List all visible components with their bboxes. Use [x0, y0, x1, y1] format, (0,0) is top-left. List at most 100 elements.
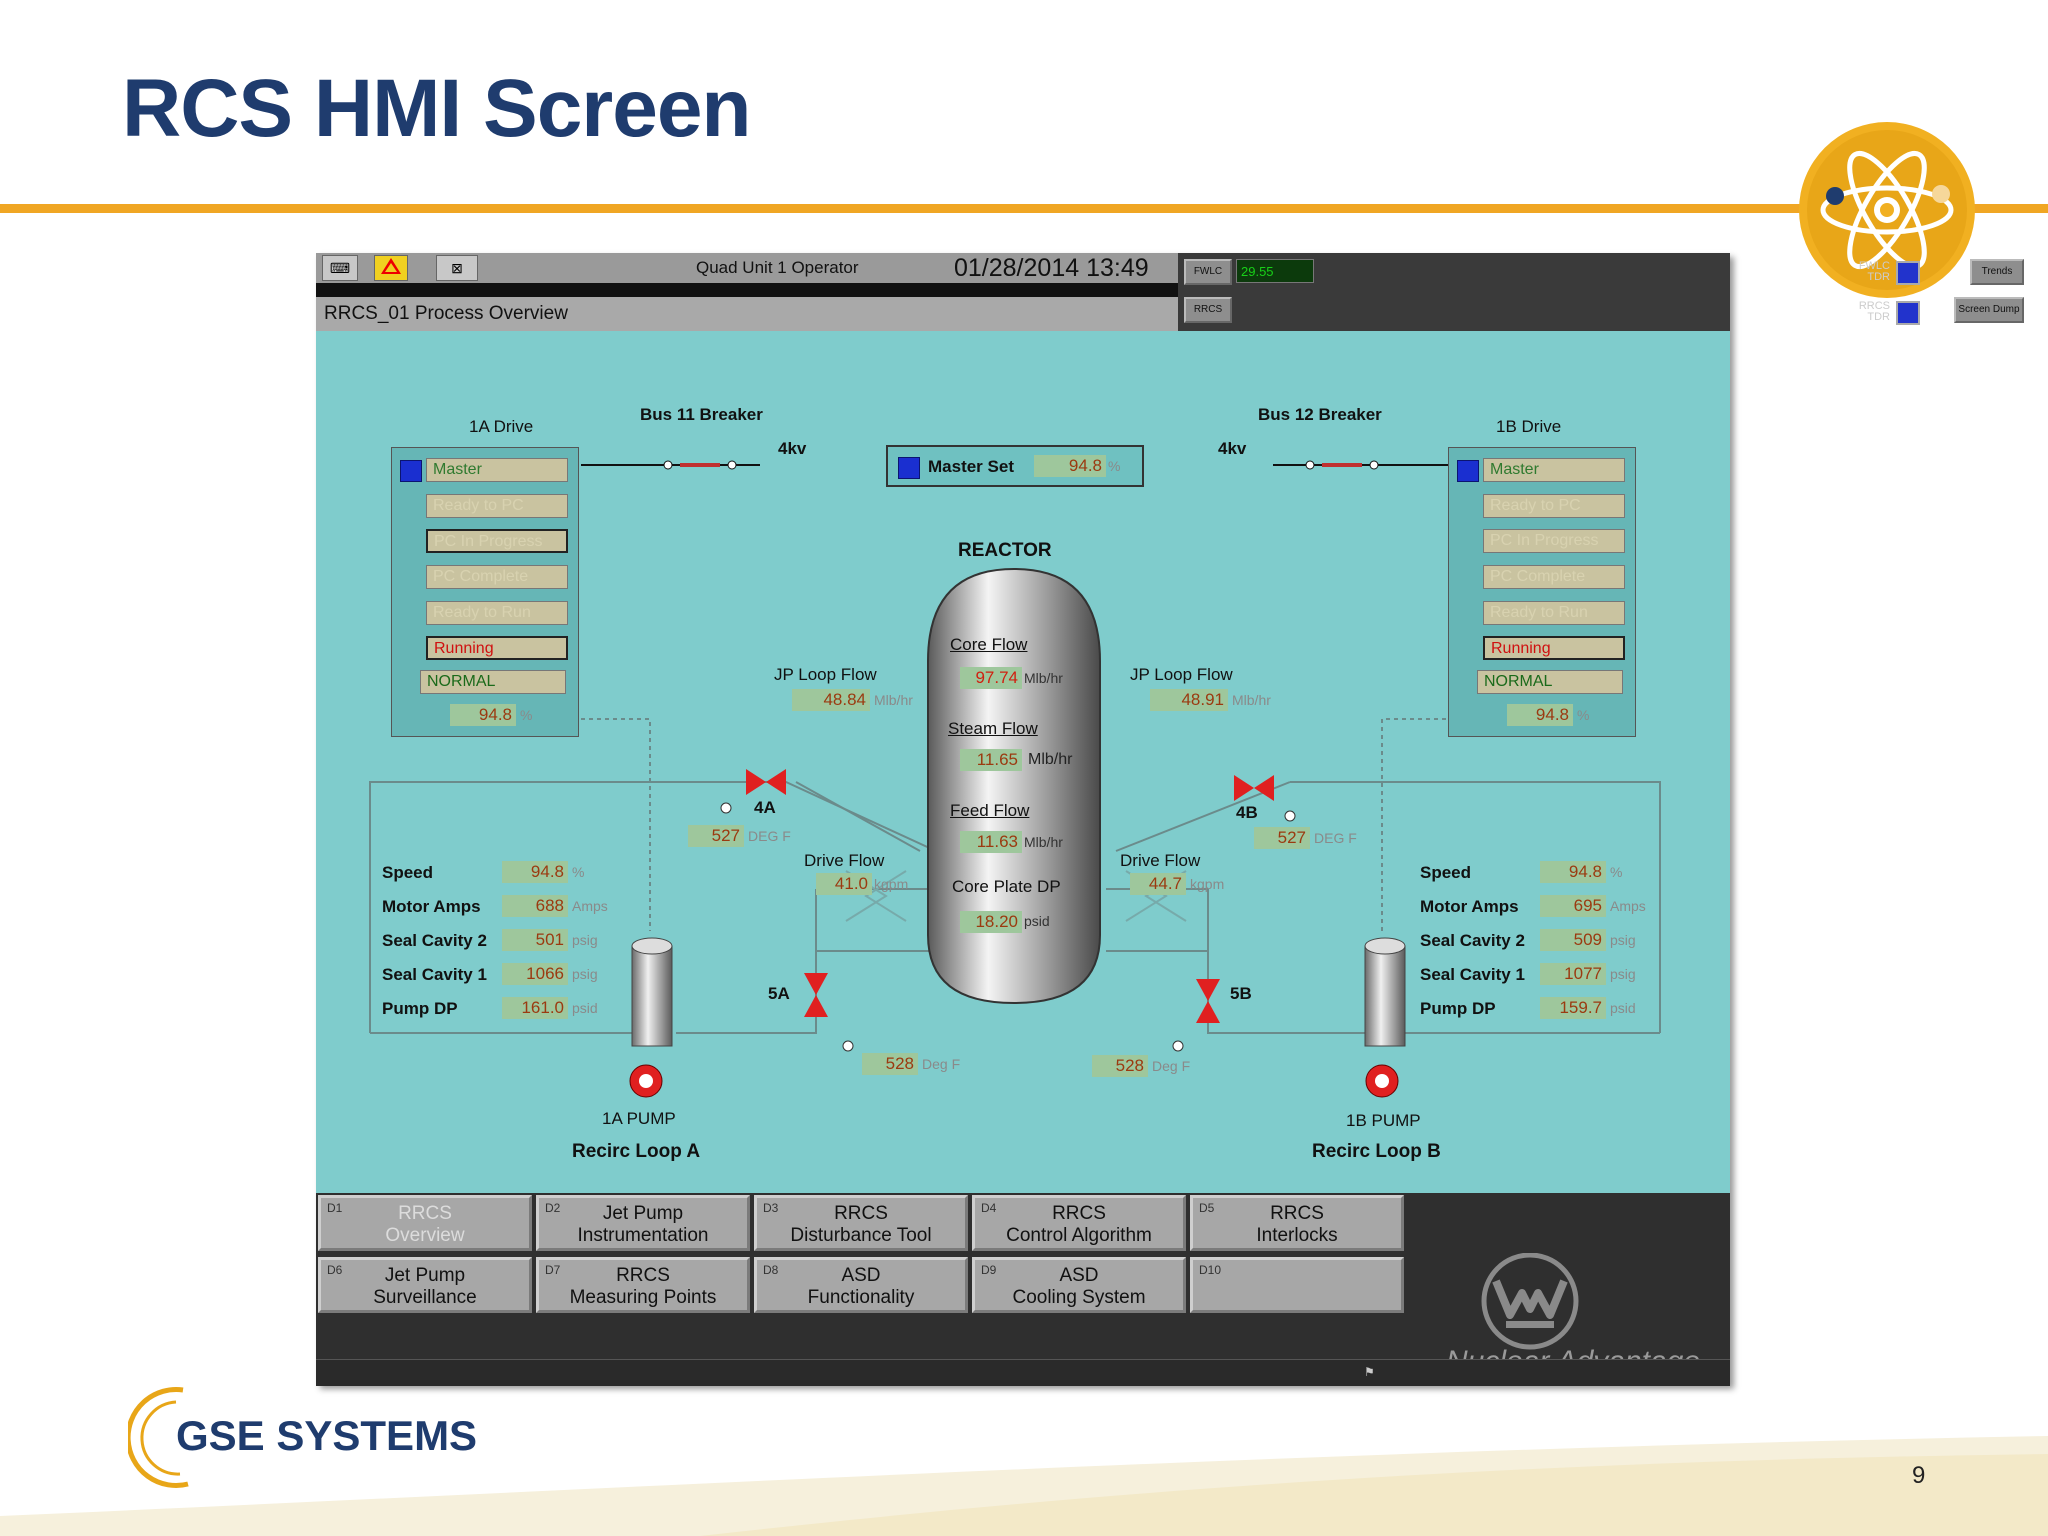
alarm-warning-icon[interactable]: [374, 255, 408, 281]
trends-button[interactable]: Trends: [1970, 259, 2024, 285]
drive-b-status-ready-run: Ready to Run: [1483, 601, 1625, 625]
fwlc-tdr-indicator[interactable]: [1896, 261, 1920, 285]
valve-4a-label: 4A: [754, 798, 776, 817]
loop-b-param-unit: Amps: [1610, 898, 1646, 914]
rrcs-button[interactable]: RRCS: [1184, 297, 1232, 323]
nav-number: D7: [545, 1263, 561, 1277]
fwlc-tdr-label: FWLC TDR: [1858, 260, 1890, 283]
loop-a-jp-flow-unit: Mlb/hr: [874, 692, 913, 708]
feed-flow-label: Feed Flow: [950, 801, 1030, 820]
loop-b-param-unit: psid: [1610, 1000, 1636, 1016]
core-flow-unit: Mlb/hr: [1024, 670, 1063, 686]
drive-a-title: 1A Drive: [469, 417, 534, 436]
process-overview: 1A Drive Master Ready to PC PC In Progre…: [316, 331, 1730, 1193]
screen-dump-button[interactable]: Screen Dump: [1954, 297, 2024, 323]
loop-b-param-unit: psig: [1610, 966, 1636, 982]
westinghouse-logo-icon: [1481, 1253, 1579, 1350]
loop-b-jp-flow-value: 48.91: [1150, 689, 1228, 711]
loop-a-param-unit: Amps: [572, 898, 608, 914]
bus12-voltage: 4kv: [1218, 439, 1247, 458]
nav-number: D1: [327, 1201, 343, 1215]
fwlc-button[interactable]: FWLC: [1184, 259, 1232, 285]
loop-a-title: Recirc Loop A: [572, 1141, 701, 1162]
gse-logo-icon: [128, 1387, 189, 1488]
feed-flow-value: 11.63: [960, 831, 1022, 853]
nav-button-d10[interactable]: D10: [1190, 1257, 1404, 1313]
core-flow-label: Core Flow: [950, 635, 1028, 654]
pump-1a-label: 1A PUMP: [602, 1109, 676, 1128]
bus11-voltage: 4kv: [778, 439, 807, 458]
loop-b-temp-top: 527: [1254, 827, 1310, 849]
master-set-unit: %: [1108, 458, 1121, 474]
loop-a-param-label: Motor Amps: [382, 897, 481, 916]
company-name: GSE SYSTEMS: [176, 1412, 478, 1459]
nav-number: D3: [763, 1201, 779, 1215]
flag-icon[interactable]: ⚑: [1364, 1365, 1375, 1379]
core-plate-dp-label: Core Plate DP: [952, 877, 1061, 896]
master-set-value: 94.8: [1034, 455, 1106, 477]
drive-a-status-ready-run: Ready to Run: [426, 601, 568, 625]
rrcs-tdr-indicator[interactable]: [1896, 301, 1920, 325]
loop-b-param-label: Speed: [1420, 863, 1472, 882]
drive-a-status-normal: NORMAL: [420, 670, 566, 694]
header-right: FWLC 29.55 RRCS FWLC TDR RRCS TDR Trends…: [1178, 253, 2024, 331]
nav-label: [1193, 1265, 1401, 1287]
loop-a-temp-top-unit: DEG F: [748, 828, 791, 844]
loop-b-param-unit: psig: [1610, 932, 1636, 948]
steam-flow-label: Steam Flow: [948, 719, 1038, 738]
page-number: 9: [1912, 1462, 1926, 1489]
hmi-header: ⌨ ⊠ Quad Unit 1 Operator 01/28/2014 13:4…: [316, 253, 2024, 331]
drive-a-status-running: Running: [426, 636, 568, 660]
drive-a-status-master: Master: [426, 458, 568, 482]
loop-b-drive-flow-value: 44.7: [1130, 873, 1186, 895]
loop-a-param-value: 1066: [502, 963, 568, 985]
loop-a-temp-bottom-unit: Deg F: [922, 1056, 961, 1072]
nav-number: D4: [981, 1201, 997, 1215]
mute-horn-icon[interactable]: ⊠: [436, 255, 478, 281]
steam-flow-unit: Mlb/hr: [1028, 751, 1073, 768]
valve-4b-label: 4B: [1236, 803, 1258, 822]
rrcs-tdr-label: RRCS TDR: [1858, 300, 1890, 323]
valve-5a-label: 5A: [768, 984, 790, 1003]
loop-b-drive-flow-unit: kgpm: [1190, 876, 1225, 892]
loop-a-drive-flow-value: 41.0: [816, 873, 872, 895]
drive-b-title: 1B Drive: [1496, 417, 1562, 436]
drive-b-status-ready-pc: Ready to PC: [1483, 494, 1625, 518]
drive-a-master-indicator[interactable]: [400, 460, 422, 482]
drive-a-speed: 94.8: [450, 704, 516, 726]
nav-number: D2: [545, 1201, 561, 1215]
loop-b-param-label: Motor Amps: [1420, 897, 1519, 916]
bus11-breaker-label: Bus 11 Breaker: [640, 405, 763, 424]
loop-a-jp-flow-value: 48.84: [792, 689, 870, 711]
loop-b-temp-top-unit: DEG F: [1314, 830, 1357, 846]
loop-a-param-label: Seal Cavity 2: [382, 931, 487, 950]
loop-a-param-unit: psig: [572, 966, 598, 982]
keyboard-icon[interactable]: ⌨: [322, 255, 358, 281]
operator-label: Quad Unit 1 Operator: [696, 258, 859, 277]
master-set-indicator[interactable]: [898, 457, 920, 479]
nav-number: D8: [763, 1263, 779, 1277]
drive-b-master-indicator[interactable]: [1457, 460, 1479, 482]
loop-a-param-label: Speed: [382, 863, 434, 882]
nav-number: D10: [1199, 1263, 1222, 1277]
drive-a-status-pc-progress: PC In Progress: [426, 529, 568, 553]
drive-a-status-pc-complete: PC Complete: [426, 565, 568, 589]
master-set-box[interactable]: Master Set 94.8 %: [886, 445, 1144, 487]
footer-swoosh: [0, 1436, 2048, 1536]
loop-a-param-value: 688: [502, 895, 568, 917]
